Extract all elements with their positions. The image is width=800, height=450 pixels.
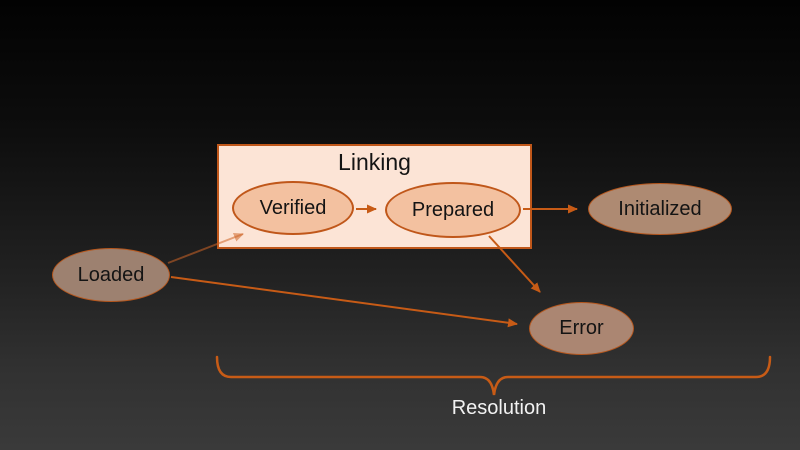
node-loaded: Loaded (52, 248, 170, 302)
node-prepared-label: Prepared (411, 198, 495, 221)
resolution-label: Resolution (451, 397, 547, 419)
node-loaded-label: Loaded (77, 263, 145, 286)
node-prepared: Prepared (385, 182, 521, 238)
node-verified-label: Verified (259, 196, 327, 219)
resolution-brace (215, 355, 772, 396)
node-error-label: Error (559, 317, 604, 339)
edge-loaded-error (170, 276, 518, 328)
node-verified: Verified (232, 181, 354, 235)
node-initialized: Initialized (588, 183, 732, 235)
node-initialized-label: Initialized (618, 197, 702, 220)
linking-group-title: Linking (338, 149, 411, 175)
node-error: Error (529, 302, 634, 355)
